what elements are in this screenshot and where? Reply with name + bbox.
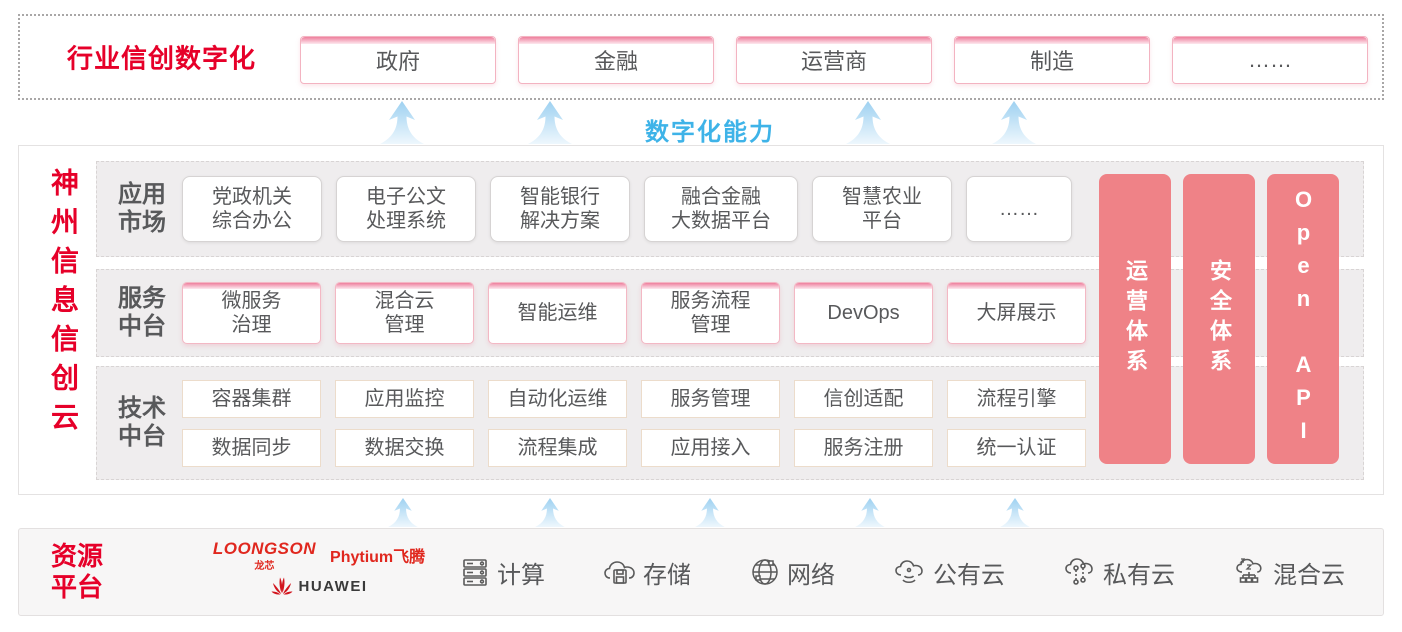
app-box-edoc-system[interactable]: 电子公文处理系统	[336, 176, 476, 242]
app-market-boxes: 党政机关综合办公 电子公文处理系统 智能银行解决方案 融合金融大数据平台 智慧农…	[182, 162, 1072, 256]
up-arrow-icon	[528, 101, 572, 144]
up-arrow-icon	[695, 498, 725, 527]
resource-items: 计算 存储 网络	[459, 529, 1345, 615]
service-boxes: 微服务治理 混合云管理 智能运维 服务流程管理 DevOps 大屏展示	[182, 270, 1086, 356]
tech-box-data-sync[interactable]: 数据同步	[182, 429, 321, 467]
industry-item-manufacturing[interactable]: 制造	[954, 36, 1150, 84]
tech-box-app-monitor[interactable]: 应用监控	[335, 380, 474, 418]
up-arrow-icon	[846, 101, 890, 144]
tech-boxes: 容器集群 应用监控 自动化运维 服务管理 信创适配 流程引擎 数据同步 数据交换…	[182, 380, 1086, 467]
resource-platform-panel: 资源 平台 LOONGSON 龙芯 Phytium飞腾 HUAWEI	[18, 528, 1384, 616]
service-middle-row: 服务 中台 微服务治理 混合云管理 智能运维 服务流程管理 DevOps 大屏展…	[96, 269, 1364, 357]
svc-box-microservice[interactable]: 微服务治理	[182, 282, 321, 344]
tech-box-service-registry[interactable]: 服务注册	[794, 429, 933, 467]
tech-middle-row: 技术 中台 容器集群 应用监控 自动化运维 服务管理 信创适配 流程引擎 数据同…	[96, 366, 1364, 480]
tech-box-data-exchange[interactable]: 数据交换	[335, 429, 474, 467]
app-box-smart-bank[interactable]: 智能银行解决方案	[490, 176, 630, 242]
open-api-bar[interactable]: Open API	[1267, 174, 1339, 464]
svc-box-big-screen[interactable]: 大屏展示	[947, 282, 1086, 344]
tech-box-auto-ops[interactable]: 自动化运维	[488, 380, 627, 418]
security-system-bar[interactable]: 安全体系	[1183, 174, 1255, 464]
tech-box-unified-auth[interactable]: 统一认证	[947, 429, 1086, 467]
svc-box-aiops[interactable]: 智能运维	[488, 282, 627, 344]
compute-icon	[463, 559, 487, 586]
resource-item-public-cloud[interactable]: 公有云	[893, 555, 1005, 590]
platform-title: 神州信息信创云	[48, 168, 79, 441]
industry-item-finance[interactable]: 金融	[518, 36, 714, 84]
hybrid-cloud-icon	[1236, 558, 1262, 583]
up-arrow-icon	[380, 101, 424, 144]
up-arrow-icon	[992, 101, 1036, 144]
resource-item-hybrid-cloud[interactable]: 混合云	[1233, 555, 1345, 590]
app-market-row: 应用 市场 党政机关综合办公 电子公文处理系统 智能银行解决方案 融合金融大数据…	[96, 161, 1364, 257]
tech-box-app-access[interactable]: 应用接入	[641, 429, 780, 467]
tech-box-flow-engine[interactable]: 流程引擎	[947, 380, 1086, 418]
app-box-more[interactable]: ……	[966, 176, 1072, 242]
app-box-smart-agriculture[interactable]: 智慧农业平台	[812, 176, 952, 242]
up-arrow-icon	[1000, 498, 1030, 527]
resource-item-compute[interactable]: 计算	[459, 555, 545, 590]
industry-banner: 行业信创数字化 政府 金融 运营商 制造 ……	[18, 14, 1384, 100]
loongson-logo: LOONGSON 龙芯	[212, 539, 317, 572]
tech-box-xinchuang-adapt[interactable]: 信创适配	[794, 380, 933, 418]
svc-box-service-flow[interactable]: 服务流程管理	[641, 282, 780, 344]
industry-banner-title: 行业信创数字化	[67, 43, 257, 74]
tech-box-service-mgmt[interactable]: 服务管理	[641, 380, 780, 418]
operation-system-bar[interactable]: 运营体系	[1099, 174, 1171, 464]
cloud-platform-panel: 神州信息信创云 应用 市场 党政机关综合办公 电子公文处理系统 智能银行解决方案…	[18, 145, 1384, 495]
vendor-logos: LOONGSON 龙芯 Phytium飞腾 HUAWEI	[204, 539, 434, 596]
phytium-logo: Phytium飞腾	[330, 549, 426, 566]
resource-item-storage[interactable]: 存储	[603, 555, 691, 590]
storage-icon	[604, 561, 635, 584]
resource-item-network[interactable]: 网络	[749, 555, 835, 590]
industry-item-government[interactable]: 政府	[300, 36, 496, 84]
network-icon	[752, 559, 778, 585]
app-box-party-office[interactable]: 党政机关综合办公	[182, 176, 322, 242]
app-market-label: 应用 市场	[118, 181, 166, 236]
svc-box-devops[interactable]: DevOps	[794, 282, 933, 344]
resource-item-private-cloud[interactable]: 私有云	[1063, 555, 1175, 590]
app-box-finance-bigdata[interactable]: 融合金融大数据平台	[644, 176, 798, 242]
up-arrow-icon	[855, 498, 885, 527]
svc-box-hybrid-cloud-mgmt[interactable]: 混合云管理	[335, 282, 474, 344]
industry-item-operator[interactable]: 运营商	[736, 36, 932, 84]
capability-label: 数字化能力	[645, 119, 775, 146]
public-cloud-icon	[895, 560, 923, 584]
tech-box-container-cluster[interactable]: 容器集群	[182, 380, 321, 418]
up-arrow-icon	[388, 498, 418, 527]
industry-item-more[interactable]: ……	[1172, 36, 1368, 84]
huawei-logo: HUAWEI	[271, 576, 368, 596]
tech-middle-label: 技术 中台	[118, 395, 166, 450]
private-cloud-icon	[1065, 558, 1093, 585]
up-arrow-icon	[535, 498, 565, 527]
service-middle-label: 服务 中台	[118, 285, 166, 340]
industry-list: 政府 金融 运营商 制造 ……	[300, 36, 1368, 84]
resource-platform-label: 资源 平台	[51, 541, 104, 602]
huawei-flower-icon	[271, 577, 292, 595]
tech-box-flow-integration[interactable]: 流程集成	[488, 429, 627, 467]
